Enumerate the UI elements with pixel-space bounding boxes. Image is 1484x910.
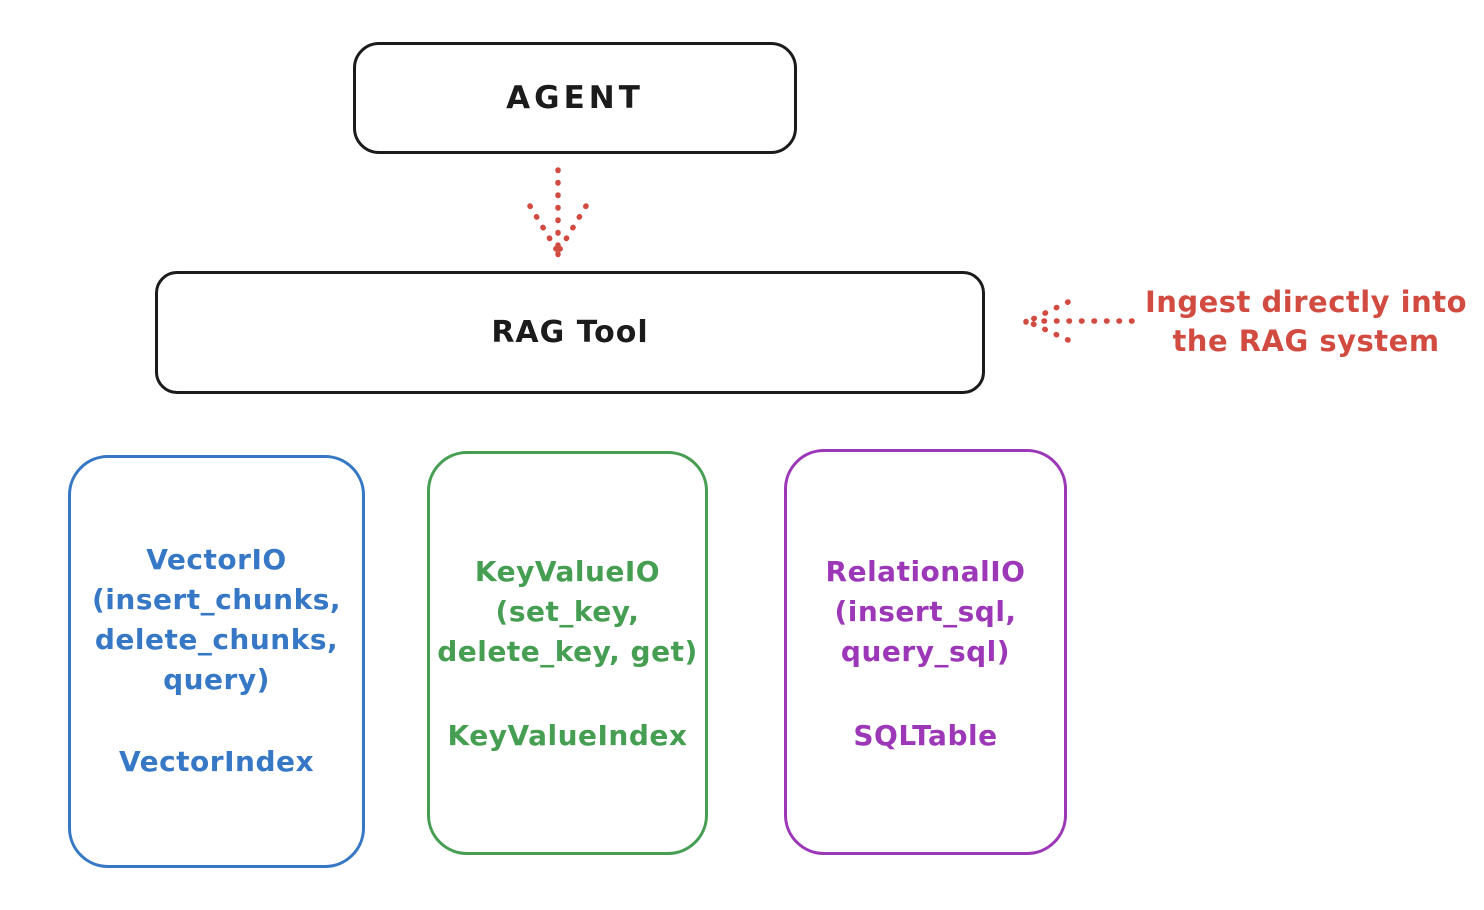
backend-title-line: query) [163, 663, 270, 696]
index-class-label: KeyValueIndex [447, 719, 688, 752]
index-class-label: SQLTable [853, 719, 998, 752]
agent-node: AGENT [353, 42, 797, 154]
ingest-annotation-line1: Ingest directly into [1144, 285, 1468, 319]
backend-box-relational-io: RelationalIO (insert_sql, query_sql) SQL… [784, 449, 1067, 855]
agent-to-ragtool-arrow [527, 167, 589, 258]
backend-title-line: query_sql) [840, 635, 1011, 668]
ingest-into-ragtool-arrow [1023, 299, 1135, 343]
backend-title-line: KeyValueIO [474, 555, 661, 588]
backend-title-line: VectorIO [146, 543, 287, 576]
backend-title-line: (insert_sql, [834, 595, 1017, 628]
backend-title-line: RelationalIO [825, 555, 1026, 588]
backend-title-line: (set_key, [495, 595, 640, 628]
backend-box-keyvalue-io: KeyValueIO (set_key, delete_key, get) Ke… [427, 451, 708, 855]
backend-box-vector-io: VectorIO (insert_chunks, delete_chunks, … [68, 455, 365, 868]
backend-title-line: delete_key, get) [437, 635, 698, 668]
rag-tool-node-label: RAG Tool [491, 315, 649, 350]
backend-title-line: delete_chunks, [94, 623, 339, 656]
ingest-annotation: Ingest directly into the RAG system [1138, 283, 1474, 361]
index-class-label: VectorIndex [118, 745, 315, 778]
rag-tool-node: RAG Tool [155, 271, 985, 394]
backend-title-line: (insert_chunks, [92, 583, 341, 616]
ingest-annotation-line2: the RAG system [1172, 324, 1440, 358]
agent-node-label: AGENT [506, 80, 644, 116]
